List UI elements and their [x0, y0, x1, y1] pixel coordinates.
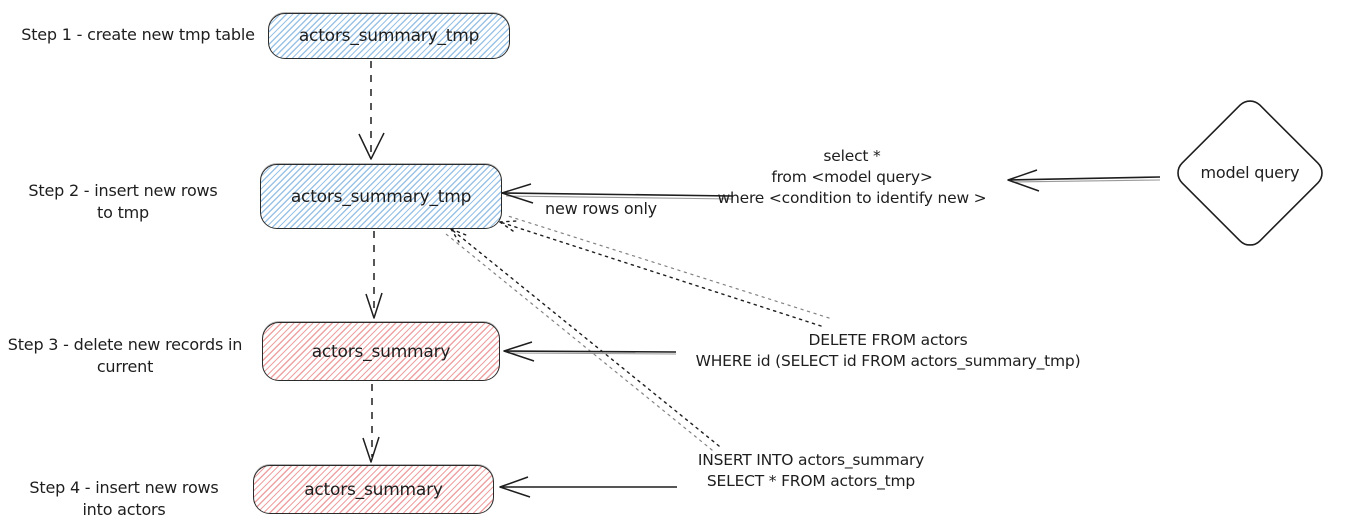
- step-4-label: Step 4 - insert new rows into actors: [29, 478, 219, 519]
- step-4-node-label: actors_summary: [304, 479, 443, 500]
- arrow-step3-to-step4: [362, 384, 380, 463]
- step-1-label: Step 1 - create new tmp table: [21, 25, 255, 44]
- step-4-node: actors_summary: [253, 465, 494, 514]
- model-query-diamond-shape: [1177, 100, 1323, 246]
- step-3-node-label: actors_summary: [311, 341, 451, 362]
- arrow-insert-to-summary: [499, 476, 677, 498]
- model-query-node-label: model query: [1200, 163, 1300, 182]
- model-query-sql-text: select * from <model query> where <condi…: [717, 147, 987, 207]
- step-3-node: actors_summary: [262, 322, 500, 381]
- step-1-node-label: actors_summary_tmp: [298, 26, 480, 46]
- step-2-node: actors_summary_tmp: [260, 164, 502, 229]
- arrow-step2-to-step3: [365, 231, 383, 319]
- arrow-step1-to-step2: [358, 61, 385, 160]
- dotted-arrow-insert-ref-tmp: [445, 228, 720, 451]
- arrow-diamond-to-select: [1007, 169, 1161, 192]
- step-1-node: actors_summary_tmp: [268, 13, 510, 59]
- insert-sql-text: INSERT INTO actors_summary SELECT * FROM…: [697, 451, 925, 490]
- step-2-node-label: actors_summary_tmp: [290, 186, 472, 207]
- step-2-label: Step 2 - insert new rows to tmp: [28, 181, 218, 222]
- new-rows-only-label: new rows only: [545, 199, 657, 218]
- arrow-select-to-tmp: [501, 183, 734, 204]
- dotted-arrow-delete-ref-tmp: [499, 215, 830, 327]
- delete-sql-text: DELETE FROM actors WHERE id (SELECT id F…: [695, 331, 1081, 370]
- step-3-label: Step 3 - delete new records in current: [7, 335, 243, 376]
